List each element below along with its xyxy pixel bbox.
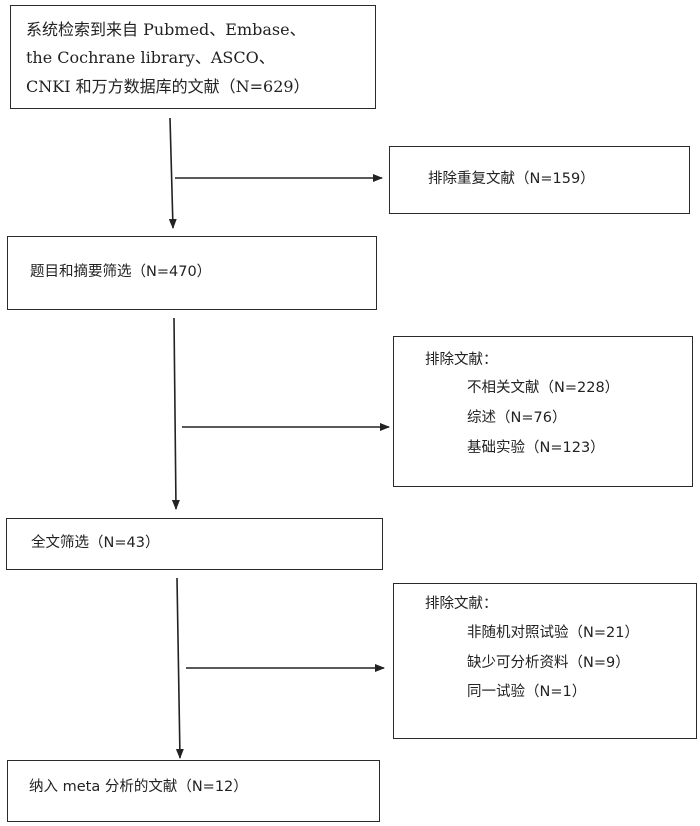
search-results-line2: the Cochrane library、ASCO、 bbox=[26, 48, 275, 67]
excluded-reason-irrelevant: 不相关文献（N=228） bbox=[467, 380, 620, 396]
search-results-line1: 系统检索到来自 Pubmed、Embase、 bbox=[26, 20, 306, 39]
arrow-screening-to-fulltext bbox=[171, 317, 180, 510]
excluded-reason-non-rct: 非随机对照试验（N=21） bbox=[467, 625, 639, 641]
search-results-box bbox=[10, 5, 376, 109]
excluded-after-fulltext-heading: 排除文献： bbox=[425, 596, 498, 612]
duplicates-excluded-box bbox=[389, 146, 690, 214]
fulltext-screening-box bbox=[6, 518, 383, 570]
excluded-reason-review: 综述（N=76） bbox=[467, 410, 567, 426]
arrow-fulltext-to-included bbox=[175, 577, 184, 759]
fulltext-screening-label: 全文筛选（N=43） bbox=[31, 535, 160, 551]
included-studies-label: 纳入 meta 分析的文献（N=12） bbox=[29, 779, 248, 795]
duplicates-excluded-label: 排除重复文献（N=159） bbox=[428, 171, 595, 187]
excluded-reason-missing-data: 缺少可分析资料（N=9） bbox=[467, 655, 630, 671]
excluded-after-fulltext-box bbox=[393, 583, 697, 739]
title-abstract-screening-label: 题目和摘要筛选（N=470） bbox=[30, 264, 212, 280]
excluded-after-screening-box bbox=[393, 336, 693, 487]
included-studies-box bbox=[7, 760, 380, 822]
excluded-reason-same-trial: 同一试验（N=1） bbox=[467, 684, 587, 700]
arrow-search-to-screening bbox=[168, 117, 177, 229]
search-results-line3: CNKI 和万方数据库的文献（N=629） bbox=[26, 77, 310, 96]
title-abstract-screening-box bbox=[7, 236, 377, 310]
excluded-after-screening-heading: 排除文献： bbox=[425, 352, 498, 368]
excluded-reason-basic-experiment: 基础实验（N=123） bbox=[467, 440, 605, 456]
